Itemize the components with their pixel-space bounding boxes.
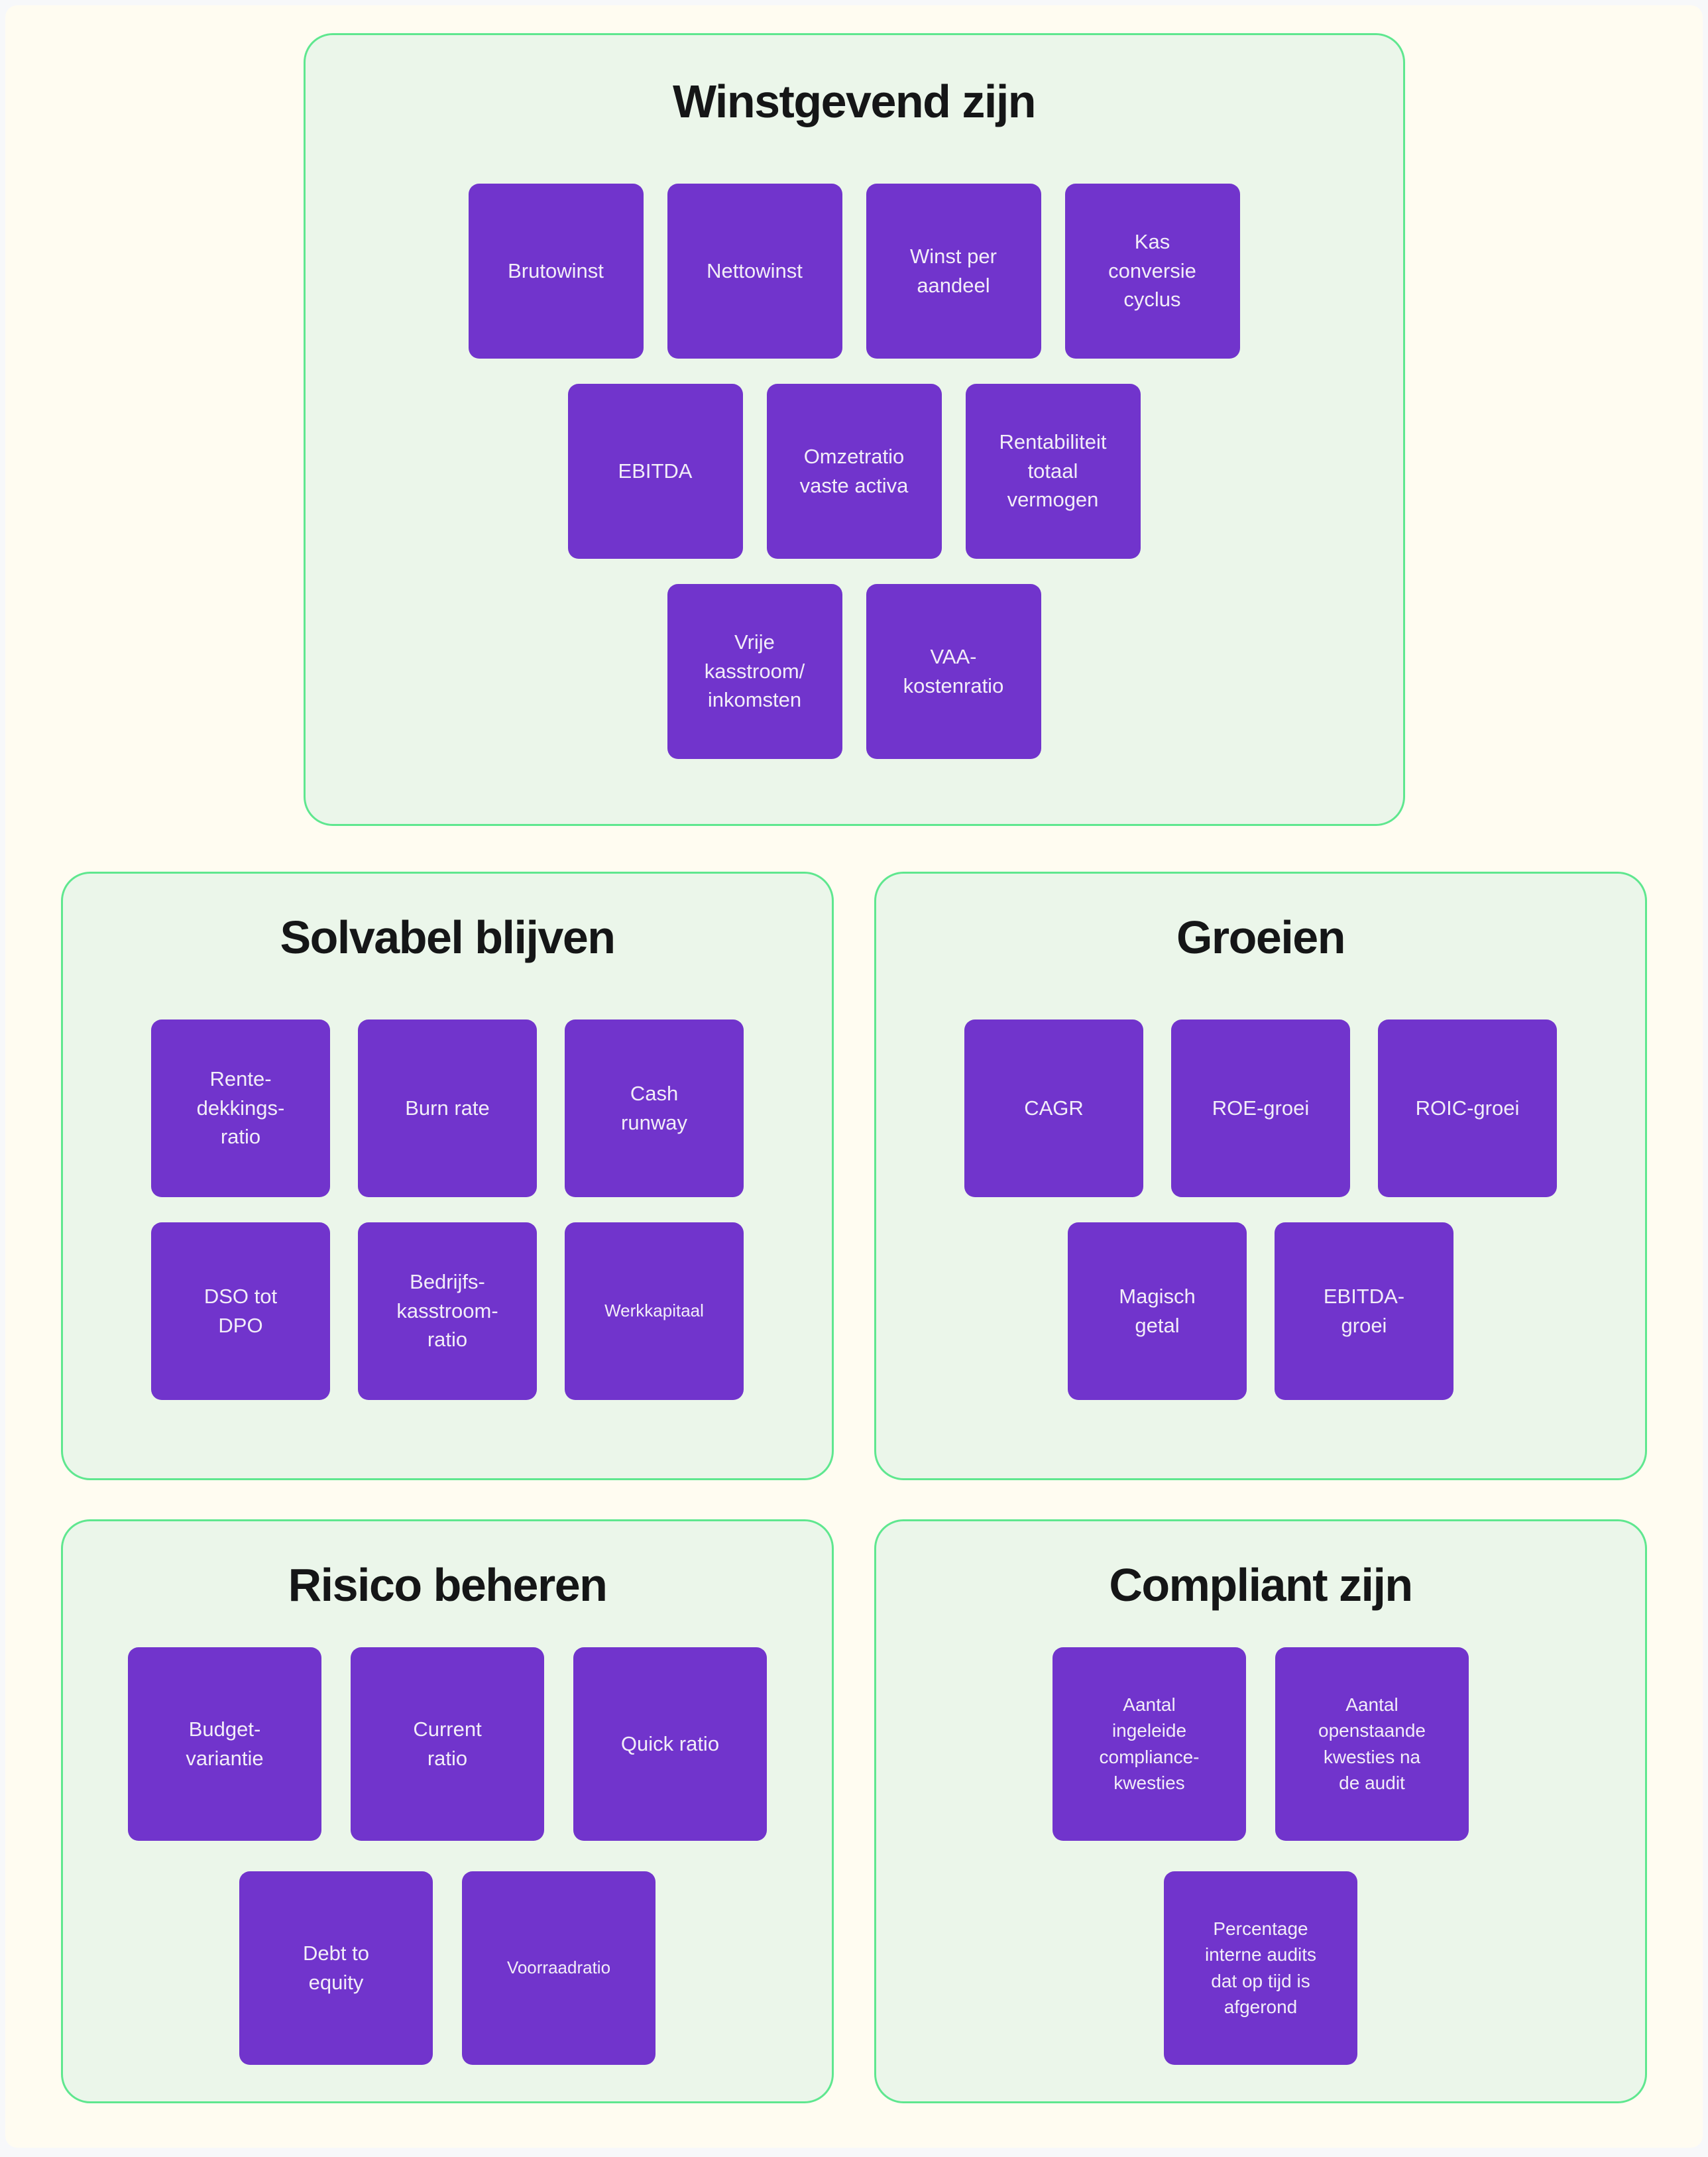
section-risico-beheren: Risico beheren Budget- variantie Current… <box>61 1519 834 2103</box>
tile-row: Debt to equity Voorraadratio <box>63 1871 832 2065</box>
kpi-tile-current-ratio: Current ratio <box>351 1647 544 1841</box>
section-title: Groeien <box>1176 911 1346 963</box>
sections-grid: Solvabel blijven Rente- dekkings- ratio … <box>61 872 1647 2103</box>
tile-row: Budget- variantie Current ratio Quick ra… <box>63 1647 832 1841</box>
kpi-tile-werkkapitaal: Werkkapitaal <box>565 1222 744 1400</box>
tile-row: Vrije kasstroom/ inkomsten VAA- kostenra… <box>306 583 1403 759</box>
tile-row: DSO tot DPO Bedrijfs- kasstroom- ratio W… <box>63 1222 832 1400</box>
section-title: Winstgevend zijn <box>672 76 1037 127</box>
tile-row: Magisch getal EBITDA- groei <box>876 1222 1645 1400</box>
kpi-tile-roic-groei: ROIC-groei <box>1378 1019 1557 1197</box>
kpi-tile-winst-per-aandeel: Winst per aandeel <box>866 183 1041 359</box>
kpi-tile-ebitda: EBITDA <box>567 383 743 559</box>
kpi-tile-debt-to-equity: Debt to equity <box>239 1871 433 2065</box>
kpi-tile-roe-groei: ROE-groei <box>1171 1019 1350 1197</box>
kpi-tile-budget-variantie: Budget- variantie <box>128 1647 321 1841</box>
kpi-tile-magisch-getal: Magisch getal <box>1068 1222 1247 1400</box>
kpi-tile-quick-ratio: Quick ratio <box>573 1647 767 1841</box>
kpi-tree-canvas: Winstgevend zijn Brutowinst Nettowinst W… <box>5 5 1703 2148</box>
kpi-tile-ebitda-groei: EBITDA- groei <box>1275 1222 1453 1400</box>
kpi-tile-vaa-kostenratio: VAA- kostenratio <box>866 583 1041 759</box>
kpi-tile-kas-conversie-cyclus: Kas conversie cyclus <box>1064 183 1240 359</box>
tile-row: Aantal ingeleide compliance- kwesties Aa… <box>876 1647 1645 1841</box>
tile-row: Rente- dekkings- ratio Burn rate Cash ru… <box>63 1019 832 1197</box>
kpi-tile-voorraadratio: Voorraadratio <box>462 1871 655 2065</box>
kpi-tile-rente-dekkings-ratio: Rente- dekkings- ratio <box>151 1019 330 1197</box>
kpi-tile-nettowinst: Nettowinst <box>667 183 842 359</box>
section-title: Solvabel blijven <box>280 911 616 963</box>
kpi-tile-vrije-kasstroom-inkomsten: Vrije kasstroom/ inkomsten <box>667 583 842 759</box>
kpi-tile-percentage-interne-audits-op-tijd-afgerond: Percentage interne audits dat op tijd is… <box>1164 1871 1357 2065</box>
kpi-tile-cash-runway: Cash runway <box>565 1019 744 1197</box>
kpi-tile-omzetratio-vaste-activa: Omzetratio vaste activa <box>766 383 942 559</box>
tile-row: CAGR ROE-groei ROIC-groei <box>876 1019 1645 1197</box>
section-groeien: Groeien CAGR ROE-groei ROIC-groei Magisc… <box>874 872 1647 1480</box>
kpi-tile-dso-tot-dpo: DSO tot DPO <box>151 1222 330 1400</box>
tile-row: Brutowinst Nettowinst Winst per aandeel … <box>306 183 1403 359</box>
kpi-tile-aantal-openstaande-kwesties-na-de-audit: Aantal openstaande kwesties na de audit <box>1275 1647 1469 1841</box>
kpi-tile-bedrijfs-kasstroom-ratio: Bedrijfs- kasstroom- ratio <box>358 1222 537 1400</box>
section-solvabel-blijven: Solvabel blijven Rente- dekkings- ratio … <box>61 872 834 1480</box>
section-winstgevend-zijn: Winstgevend zijn Brutowinst Nettowinst W… <box>303 33 1405 826</box>
kpi-tile-burn-rate: Burn rate <box>358 1019 537 1197</box>
section-title: Compliant zijn <box>1109 1559 1413 1611</box>
section-title: Risico beheren <box>288 1559 608 1611</box>
kpi-tile-brutowinst: Brutowinst <box>468 183 644 359</box>
kpi-tile-aantal-ingeleide-compliance-kwesties: Aantal ingeleide compliance- kwesties <box>1053 1647 1246 1841</box>
section-compliant-zijn: Compliant zijn Aantal ingeleide complian… <box>874 1519 1647 2103</box>
kpi-tile-rentabiliteit-totaal-vermogen: Rentabiliteit totaal vermogen <box>965 383 1141 559</box>
kpi-tile-cagr: CAGR <box>964 1019 1143 1197</box>
tile-row: EBITDA Omzetratio vaste activa Rentabili… <box>306 383 1403 559</box>
tile-row: Percentage interne audits dat op tijd is… <box>876 1871 1645 2065</box>
